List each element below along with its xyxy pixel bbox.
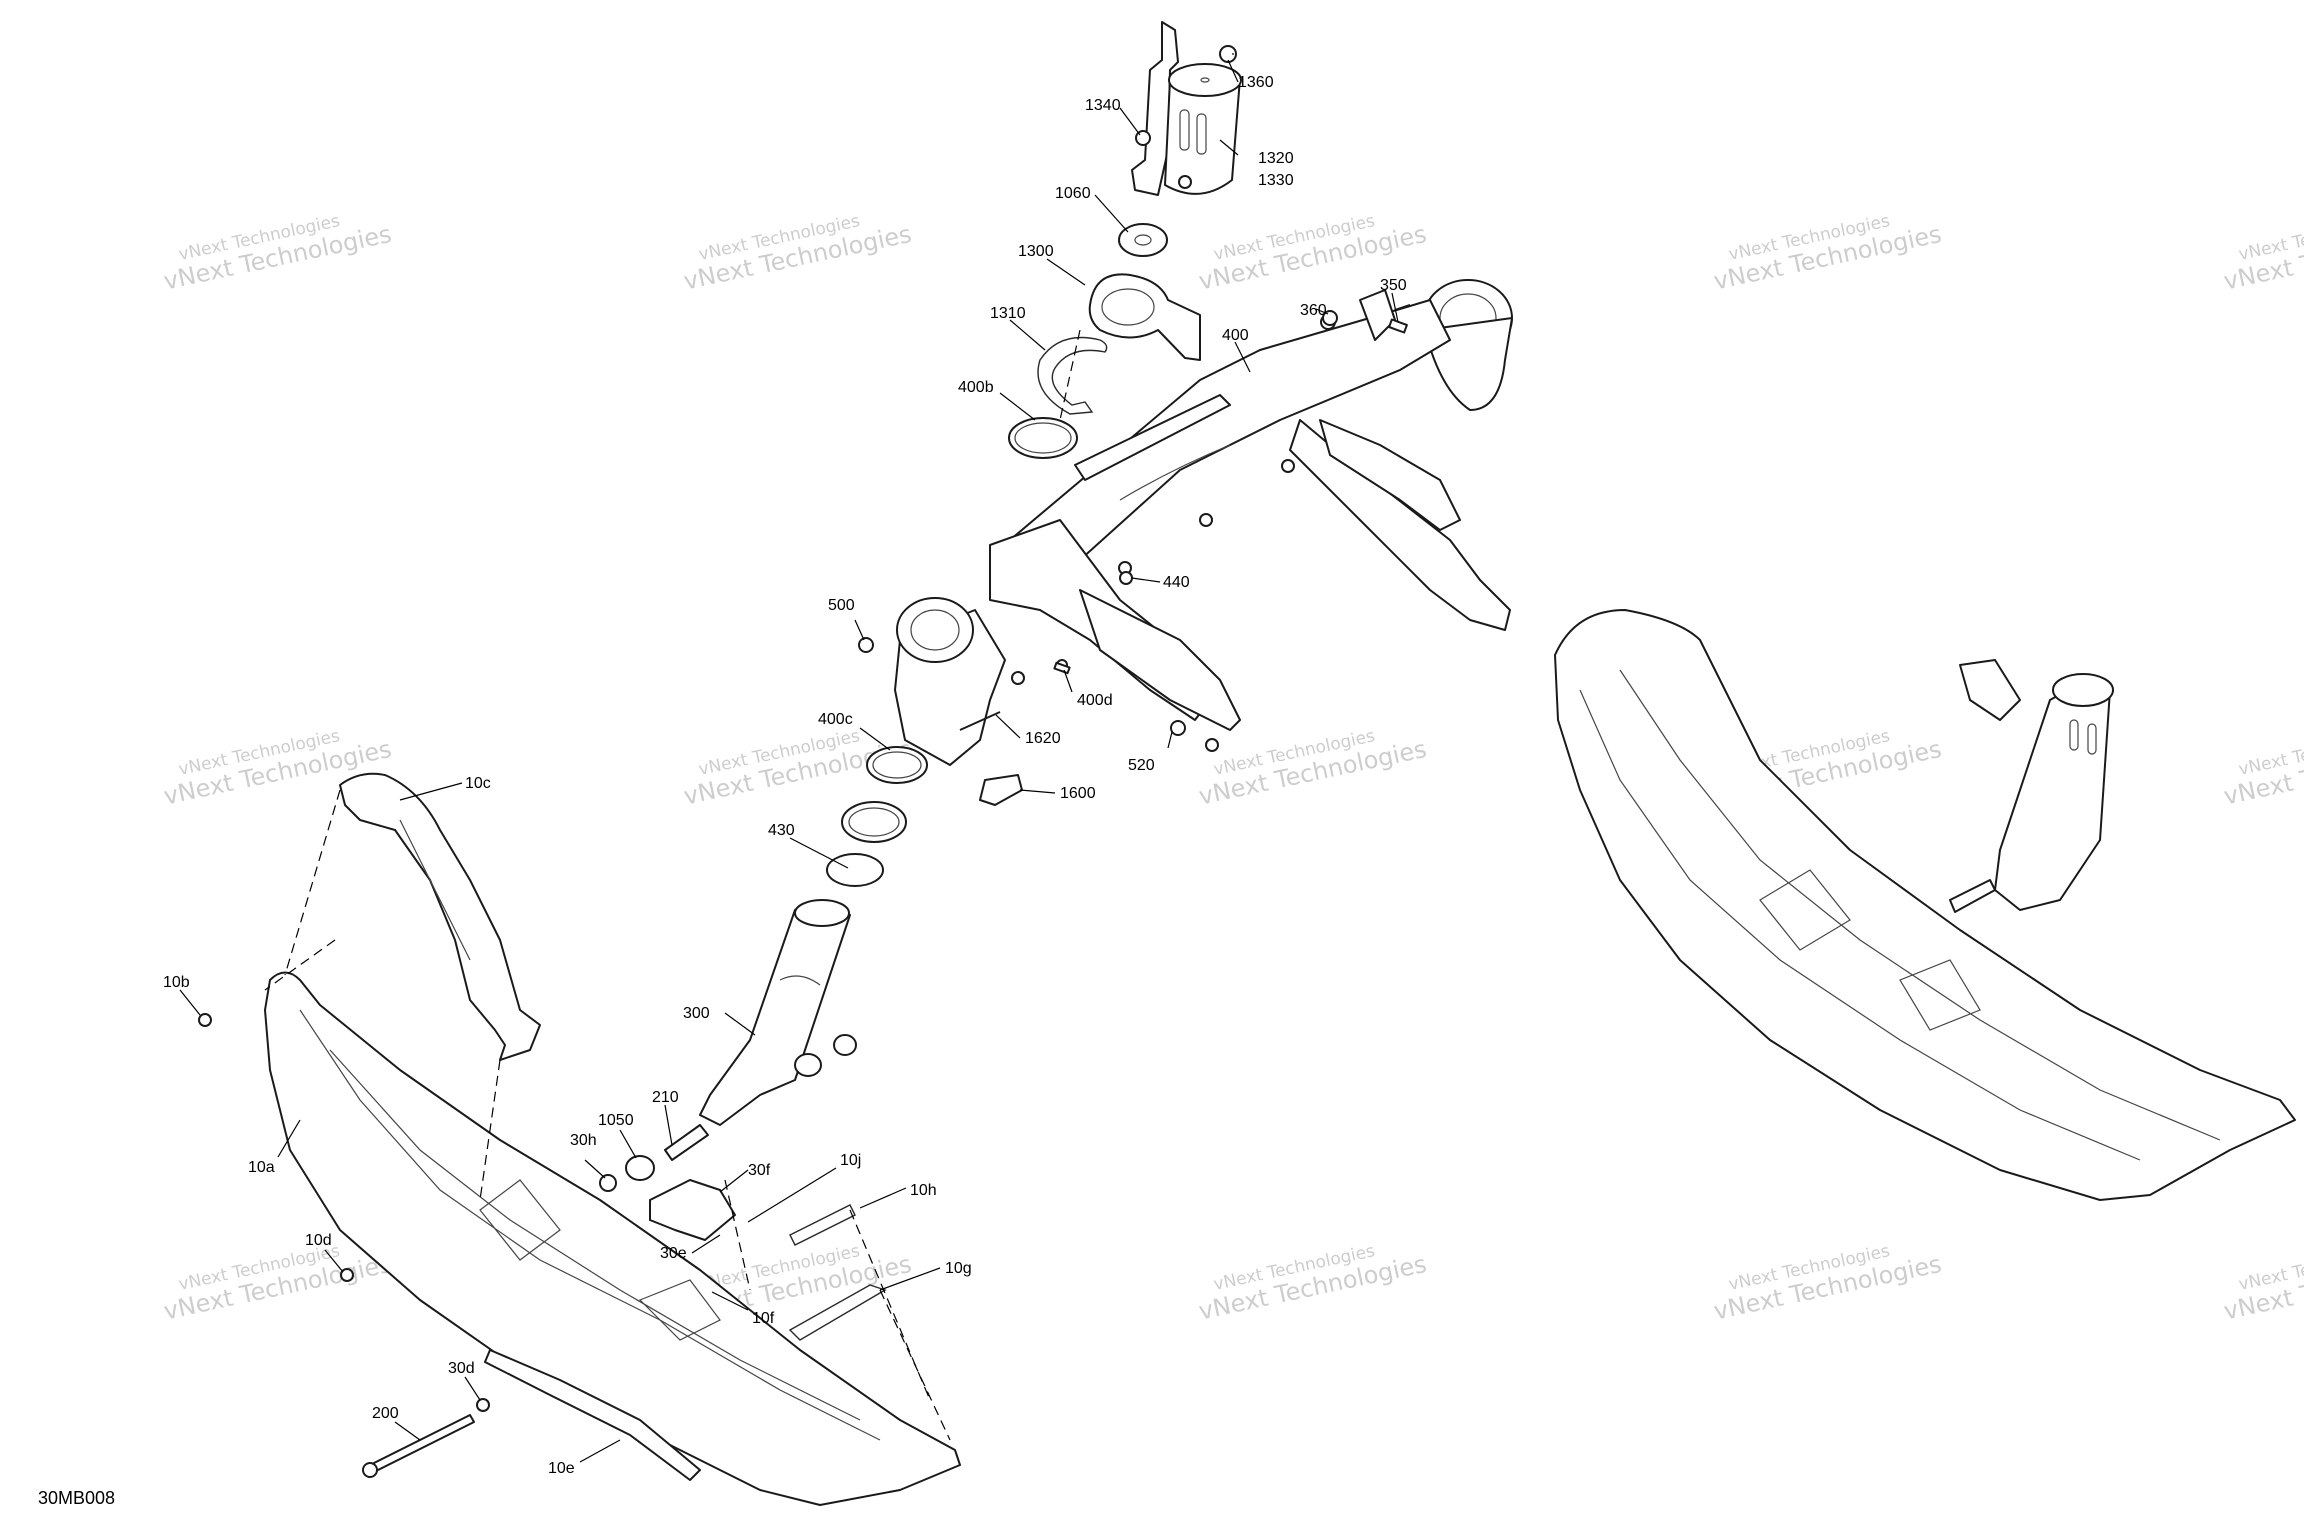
callout-10e: 10e	[548, 1460, 575, 1477]
bolt-200	[362, 1414, 475, 1478]
callout-1300: 1300	[1018, 243, 1054, 260]
callout-1340: 1340	[1085, 97, 1121, 114]
washer-1060	[1118, 223, 1168, 257]
diagram-code: 30MB008	[38, 1488, 115, 1508]
callout-350: 350	[1380, 277, 1407, 294]
bracket-1300	[1088, 273, 1201, 361]
pin-1620	[959, 711, 1001, 731]
ski-handle	[339, 772, 541, 1061]
watermark: vNext Technologies vNext Technologies	[1711, 1241, 1944, 1325]
callout-500: 500	[828, 597, 855, 614]
callout-10j: 10j	[840, 1152, 861, 1169]
watermark: vNext Technologies vNext Technologies	[1196, 1241, 1429, 1325]
main-frame	[894, 279, 1513, 766]
bolt-10d	[340, 1268, 354, 1282]
callout-440: 440	[1163, 574, 1190, 591]
callout-30d: 30d	[448, 1360, 475, 1377]
nut-360	[1322, 310, 1338, 326]
callout-400: 400	[1222, 327, 1249, 344]
assembly-lines	[264, 329, 1081, 1441]
callout-10g: 10g	[945, 1260, 972, 1277]
callout-30f: 30f	[748, 1162, 771, 1179]
ring-430	[826, 853, 884, 887]
callout-30e: 30e	[660, 1245, 687, 1262]
callout-1330: 1330	[1258, 172, 1294, 189]
watermark: vNext Technologies vNext Technologies	[161, 211, 394, 295]
nut-30d	[476, 1398, 490, 1412]
callout-30h: 30h	[570, 1132, 597, 1149]
callout-1320: 1320	[1258, 150, 1294, 167]
watermark: vNext Technologies vNext Technologies	[2221, 211, 2304, 295]
callout-10b: 10b	[163, 974, 190, 991]
watermark: vNext Technologies vNext Technologies	[681, 211, 914, 295]
callout-400b: 400b	[958, 379, 994, 396]
bushing-400c	[866, 746, 928, 784]
callout-1050: 1050	[598, 1112, 634, 1129]
clip-1310	[1037, 336, 1108, 415]
pin-400d	[1053, 661, 1071, 675]
callout-360: 360	[1300, 302, 1327, 319]
callout-10d: 10d	[305, 1232, 332, 1249]
watermark: vNext Technologies vNext Technologies	[2221, 1241, 2304, 1325]
callout-520: 520	[1128, 757, 1155, 774]
bushing-1050	[625, 1155, 655, 1181]
callout-1600: 1600	[1060, 785, 1096, 802]
callout-200: 200	[372, 1405, 399, 1422]
callout-10a: 10a	[248, 1159, 275, 1176]
callouts: 1360 1340 1320 1330 1060 1300 1310 400b …	[163, 74, 1407, 1477]
assembled-ski	[1554, 609, 2296, 1201]
spacer-210	[664, 1124, 709, 1161]
steering-column-upper	[1131, 21, 1242, 196]
fasteners	[858, 310, 1408, 806]
callout-10c: 10c	[465, 775, 491, 792]
callout-1310: 1310	[990, 305, 1026, 322]
callout-10h: 10h	[910, 1182, 937, 1199]
plate-10g	[788, 1284, 887, 1341]
bolt-10b	[198, 1013, 212, 1027]
callout-1620: 1620	[1025, 730, 1061, 747]
callout-1060: 1060	[1055, 185, 1091, 202]
callout-400c: 400c	[818, 711, 853, 728]
ski	[264, 971, 961, 1506]
callout-430: 430	[768, 822, 795, 839]
pad-30f	[649, 1179, 736, 1241]
callout-210: 210	[652, 1089, 679, 1106]
clip-1600	[979, 774, 1023, 806]
bushing-400b	[1008, 417, 1078, 459]
bolt-520	[1170, 720, 1186, 736]
washer-30h	[599, 1174, 617, 1192]
bushing-right	[794, 1034, 857, 1077]
leader-lines	[179, 53, 1399, 1463]
callout-400d: 400d	[1077, 692, 1113, 709]
callout-1360: 1360	[1238, 74, 1274, 91]
callout-300: 300	[683, 1005, 710, 1022]
watermark: vNext Technologies vNext Technologies	[1196, 726, 1429, 810]
watermark: vNext Technologies vNext Technologies	[2221, 726, 2304, 810]
watermark: vNext Technologies vNext Technologies	[1711, 211, 1944, 295]
callout-10f: 10f	[752, 1310, 775, 1327]
runner-10e	[484, 1349, 701, 1481]
bolt-500	[858, 637, 874, 653]
bolt-440	[1119, 571, 1133, 585]
ski-leg	[699, 899, 851, 1126]
plate-10j	[789, 1204, 856, 1246]
bolt-350	[1388, 318, 1408, 334]
bushing-430	[841, 801, 907, 843]
